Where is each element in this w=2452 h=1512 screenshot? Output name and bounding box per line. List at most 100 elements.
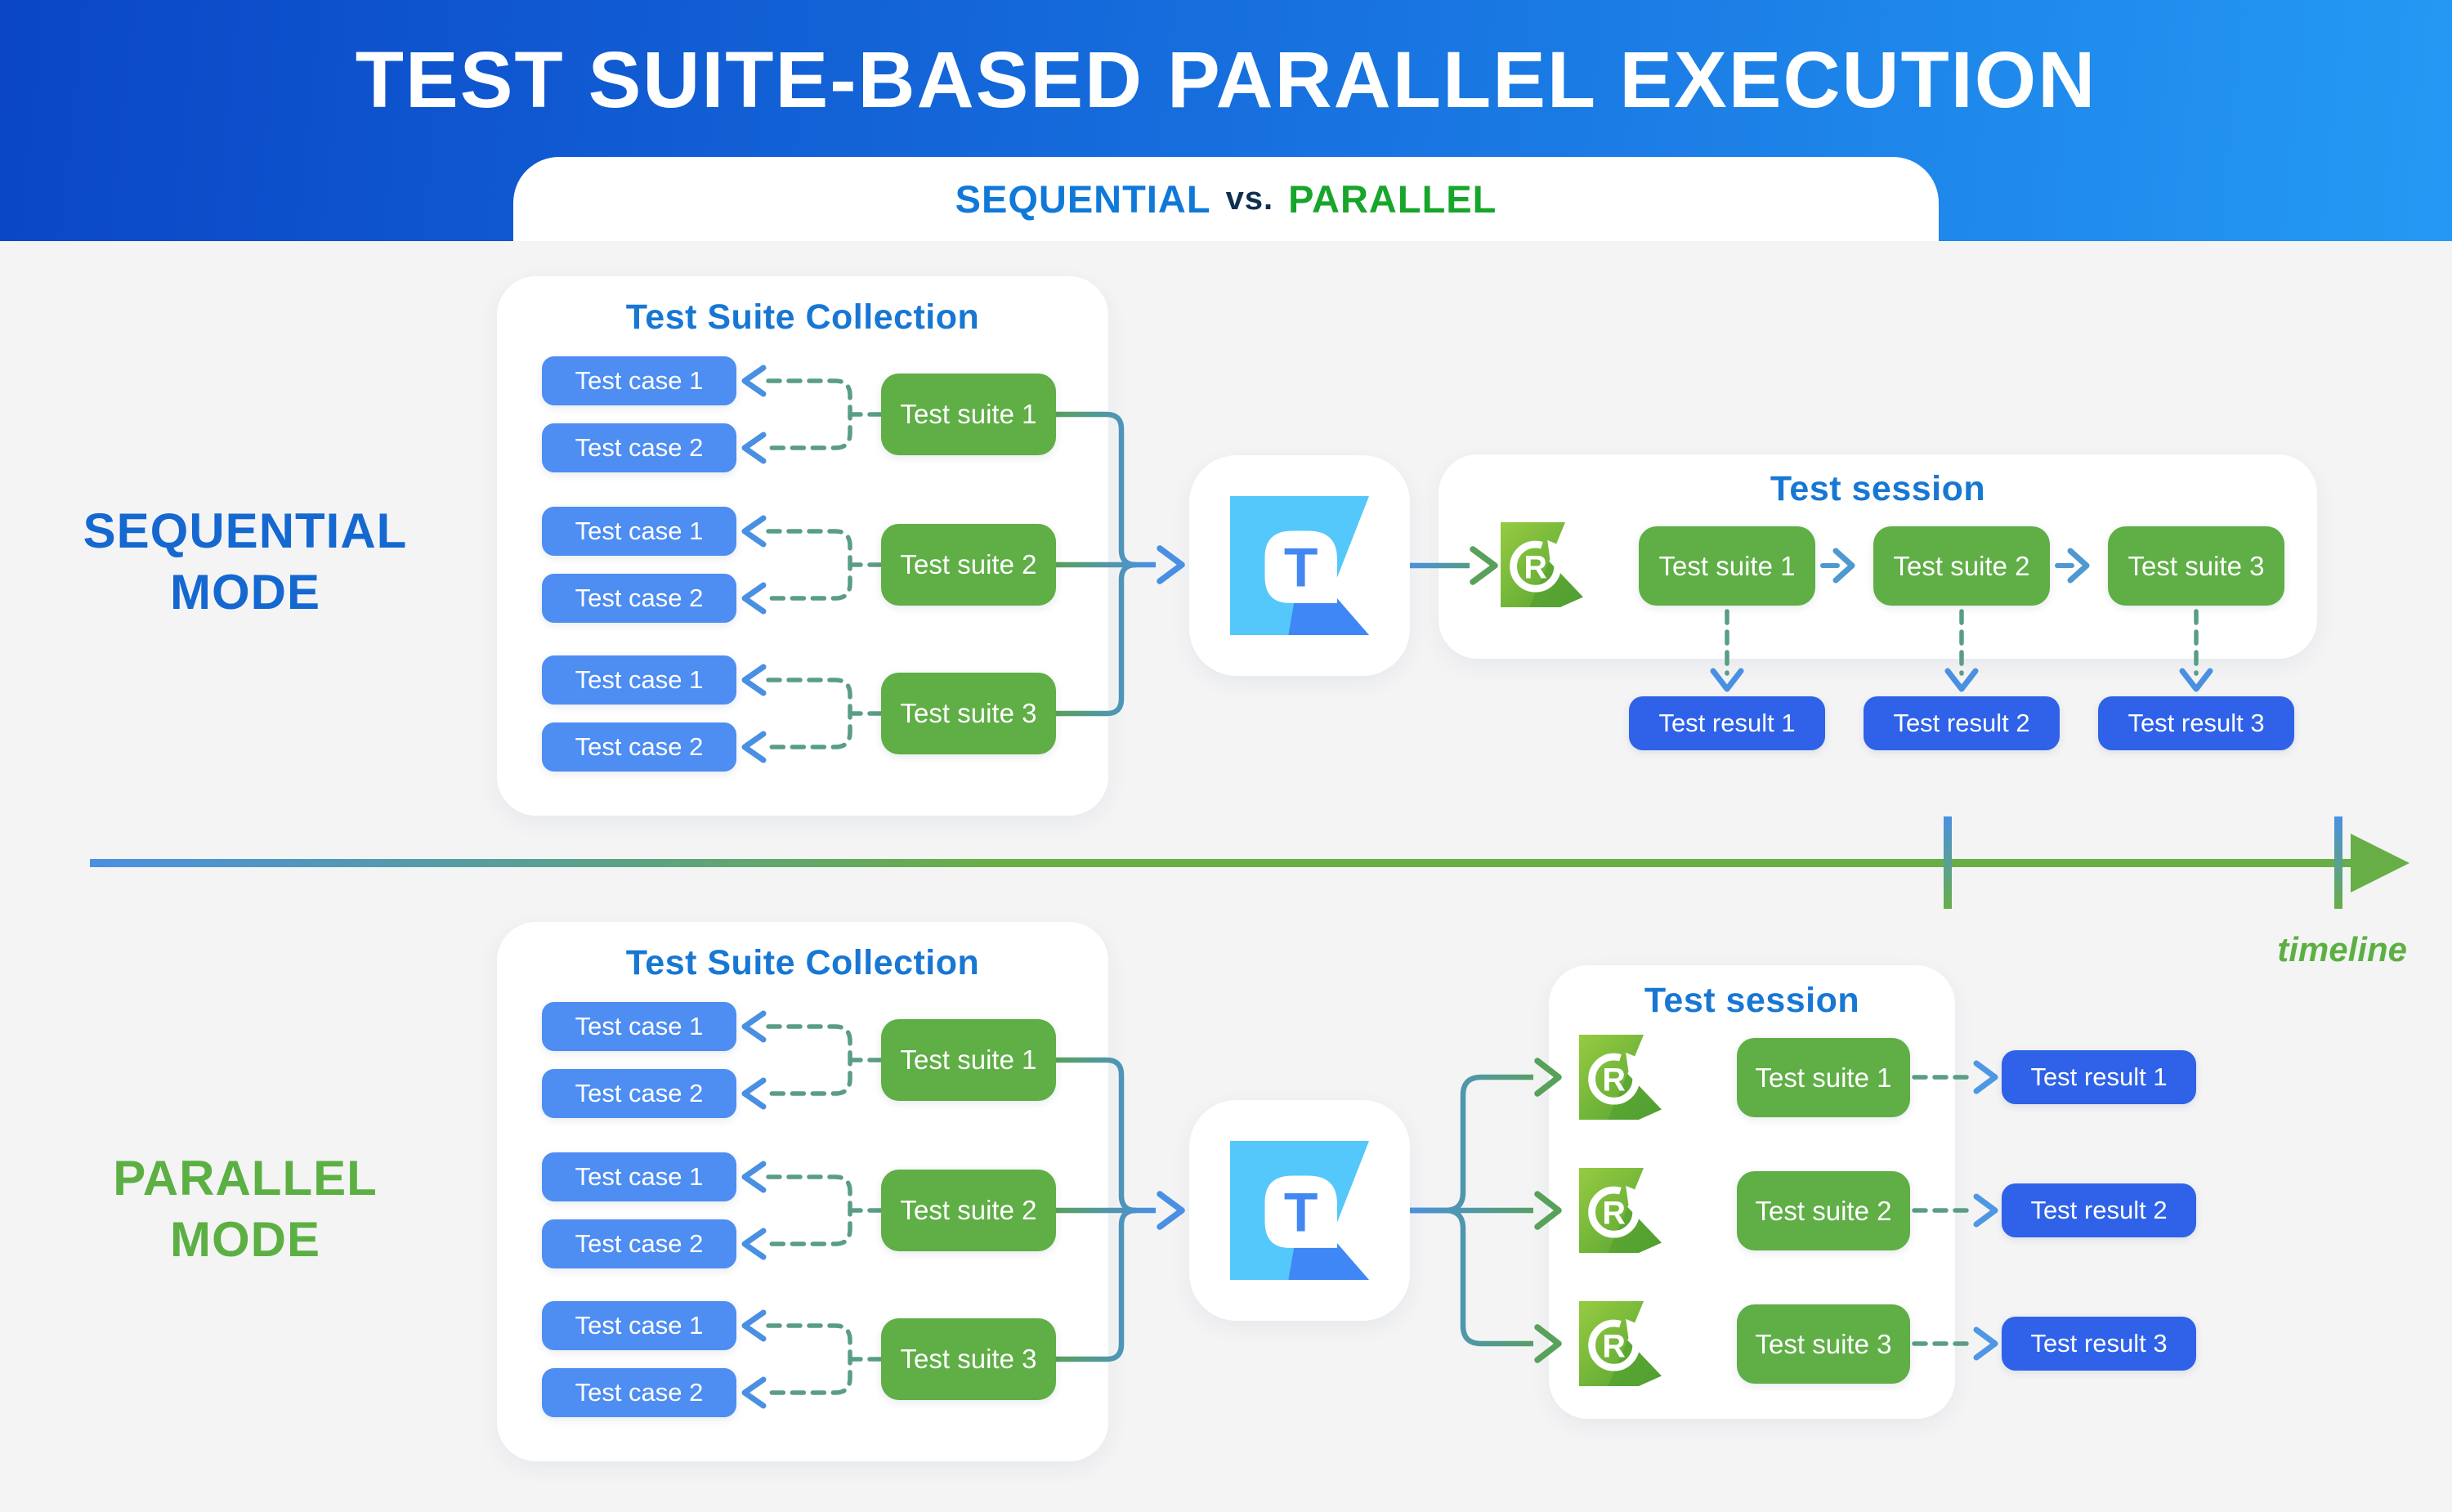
arrow-head bbox=[1944, 668, 1979, 692]
test-case-box: Test case 1 bbox=[542, 1152, 736, 1201]
test-case-box: Test case 1 bbox=[542, 356, 736, 405]
connector-line bbox=[1056, 1207, 1137, 1362]
dashed-bracket bbox=[766, 678, 884, 749]
dashed-bracket bbox=[766, 1024, 884, 1096]
sequential-mode-line2: MODE bbox=[170, 565, 320, 620]
arrow-head bbox=[741, 1077, 767, 1110]
session-suite-box: Test suite 3 bbox=[1737, 1304, 1910, 1384]
r-logo-icon bbox=[1579, 1168, 1664, 1253]
timeline-tick bbox=[1944, 816, 1952, 909]
test-case-box: Test case 2 bbox=[542, 1069, 736, 1118]
test-suite-box: Test suite 2 bbox=[881, 524, 1056, 606]
header-tab: SEQUENTIAL vs. PARALLEL bbox=[513, 157, 1939, 241]
r-logo-icon bbox=[1579, 1035, 1664, 1120]
result-arrowheads-sequential bbox=[1710, 668, 2213, 692]
tab-label-parallel: PARALLEL bbox=[1288, 177, 1497, 221]
dashed-bracket bbox=[766, 1323, 884, 1395]
arrow-head bbox=[741, 1010, 767, 1043]
fanout-links-parallel bbox=[1410, 1074, 1533, 1347]
arrow-head bbox=[1832, 548, 1855, 584]
arrow-head bbox=[741, 582, 767, 615]
test-result-box: Test result 1 bbox=[2002, 1050, 2196, 1104]
merge-links-parallel bbox=[1056, 1057, 1156, 1362]
test-case-box: Test case 2 bbox=[542, 722, 736, 772]
session-step-arrows bbox=[1820, 548, 2090, 584]
timeline-label: timeline bbox=[2277, 930, 2407, 968]
result-links-sequential bbox=[1725, 609, 2199, 676]
test-suite-box: Test suite 1 bbox=[881, 1019, 1056, 1101]
fanout-arrowheads-parallel bbox=[1534, 1058, 1562, 1363]
session-suite-box: Test suite 1 bbox=[1639, 526, 1815, 606]
test-result-box: Test result 3 bbox=[2098, 696, 2294, 750]
arrow-head bbox=[1470, 546, 1498, 585]
connector-line bbox=[1056, 1057, 1137, 1214]
test-result-box: Test result 2 bbox=[2002, 1183, 2196, 1237]
dashed-bracket bbox=[766, 378, 884, 450]
session-suite-box: Test suite 2 bbox=[1873, 526, 2050, 606]
connector-line bbox=[1056, 411, 1137, 568]
session-suite-box: Test suite 1 bbox=[1737, 1038, 1910, 1117]
test-result-box: Test result 2 bbox=[1864, 696, 2060, 750]
tab-label-sequential: SEQUENTIAL bbox=[955, 177, 1211, 221]
connector-line bbox=[1410, 1207, 1533, 1347]
test-case-box: Test case 2 bbox=[542, 574, 736, 623]
sequential-mode-line1: SEQUENTIAL bbox=[83, 503, 408, 558]
connector-line bbox=[1056, 561, 1137, 717]
timeline-arrow-head bbox=[2351, 834, 2409, 892]
r-logo-icon bbox=[1501, 522, 1586, 607]
test-result-box: Test result 1 bbox=[1629, 696, 1825, 750]
arrow-head bbox=[741, 1161, 767, 1193]
arrow-head bbox=[741, 731, 767, 763]
arrow-head bbox=[1534, 1058, 1562, 1097]
test-case-box: Test case 1 bbox=[542, 1301, 736, 1350]
arrow-head bbox=[741, 515, 767, 548]
arrow-head bbox=[741, 432, 767, 464]
arrow-head bbox=[1534, 1191, 1562, 1230]
sequential-mode-label: SEQUENTIAL MODE bbox=[16, 500, 474, 623]
arrow-head bbox=[741, 664, 767, 696]
t-logo-icon bbox=[1230, 496, 1369, 635]
collection-links-sequential bbox=[766, 378, 884, 749]
test-case-box: Test case 1 bbox=[542, 1002, 736, 1051]
collection-title-sequential: Test Suite Collection bbox=[625, 297, 980, 337]
merge-links-sequential bbox=[1056, 411, 1156, 717]
test-suite-box: Test suite 3 bbox=[881, 1318, 1056, 1400]
connector-line bbox=[1410, 1074, 1533, 1214]
arrow-head bbox=[2067, 548, 2090, 584]
result-arrowheads-parallel bbox=[1973, 1060, 1998, 1361]
collection-links-parallel bbox=[766, 1024, 884, 1395]
test-result-box: Test result 3 bbox=[2002, 1317, 2196, 1371]
test-suite-box: Test suite 1 bbox=[881, 374, 1056, 455]
test-suite-box: Test suite 2 bbox=[881, 1170, 1056, 1251]
arrow-head bbox=[1710, 668, 1744, 692]
arrow-head bbox=[1157, 545, 1185, 584]
session-title-parallel: Test session bbox=[1644, 981, 1860, 1020]
session-suite-box: Test suite 3 bbox=[2108, 526, 2284, 606]
test-case-box: Test case 2 bbox=[542, 1368, 736, 1417]
timeline bbox=[90, 816, 2409, 909]
test-case-box: Test case 1 bbox=[542, 507, 736, 556]
arrow-head bbox=[1973, 1193, 1998, 1228]
dashed-bracket bbox=[766, 1174, 884, 1246]
t-logo-icon bbox=[1230, 1141, 1369, 1280]
test-case-box: Test case 1 bbox=[542, 655, 736, 705]
arrow-head bbox=[741, 1309, 767, 1342]
collection-title-parallel: Test Suite Collection bbox=[625, 943, 980, 982]
r-logo-icon bbox=[1579, 1301, 1664, 1386]
timeline-tick bbox=[2334, 816, 2342, 909]
arrow-head bbox=[1973, 1060, 1998, 1094]
session-suite-box: Test suite 2 bbox=[1737, 1171, 1910, 1250]
arrow-head bbox=[2179, 668, 2213, 692]
session-title-sequential: Test session bbox=[1770, 469, 1986, 508]
tab-label-vs: vs. bbox=[1225, 181, 1274, 217]
arrow-head bbox=[1157, 1191, 1185, 1230]
test-suite-box: Test suite 3 bbox=[881, 673, 1056, 754]
test-case-box: Test case 2 bbox=[542, 423, 736, 472]
parallel-mode-line1: PARALLEL bbox=[113, 1151, 378, 1206]
arrow-head bbox=[1534, 1324, 1562, 1363]
arrow-head bbox=[741, 1376, 767, 1409]
dashed-bracket bbox=[766, 529, 884, 601]
arrow-head bbox=[741, 365, 767, 397]
collection-arrowheads-parallel bbox=[741, 1010, 767, 1409]
